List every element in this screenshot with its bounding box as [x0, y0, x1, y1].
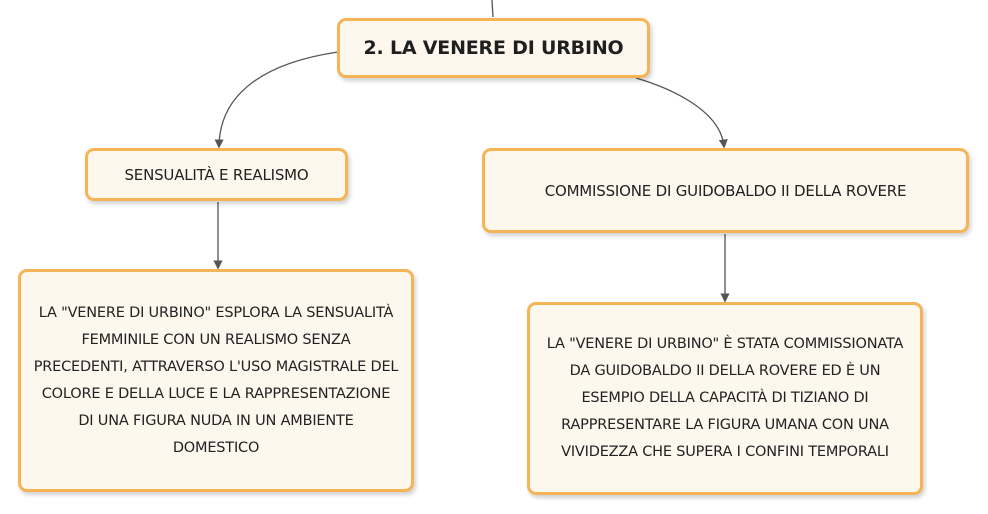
topic-label-commission: COMMISSIONE DI GUIDOBALDO II DELLA ROVER…	[544, 181, 907, 200]
root-to-left-topic-connector	[214, 51, 339, 149]
root-node[interactable]: 2. LA VENERE DI URBINO	[337, 18, 650, 78]
topic-node-commission[interactable]: COMMISSIONE DI GUIDOBALDO II DELLA ROVER…	[482, 148, 969, 233]
detail-text-commission: LA "VENERE DI URBINO" È STATA COMMISSION…	[546, 336, 904, 460]
incoming-connector	[491, 0, 494, 18]
root-title: 2. LA VENERE DI URBINO	[363, 37, 624, 59]
topic-label-sensuality: SENSUALITÀ E REALISMO	[124, 165, 309, 184]
root-to-right-topic-connector	[635, 77, 728, 149]
detail-node-commission[interactable]: LA "VENERE DI URBINO" È STATA COMMISSION…	[527, 302, 923, 495]
detail-text-sensuality: LA "VENERE DI URBINO" ESPLORA LA SENSUAL…	[33, 304, 399, 456]
topic-node-sensuality[interactable]: SENSUALITÀ E REALISMO	[85, 148, 348, 201]
detail-node-sensuality[interactable]: LA "VENERE DI URBINO" ESPLORA LA SENSUAL…	[18, 269, 414, 492]
